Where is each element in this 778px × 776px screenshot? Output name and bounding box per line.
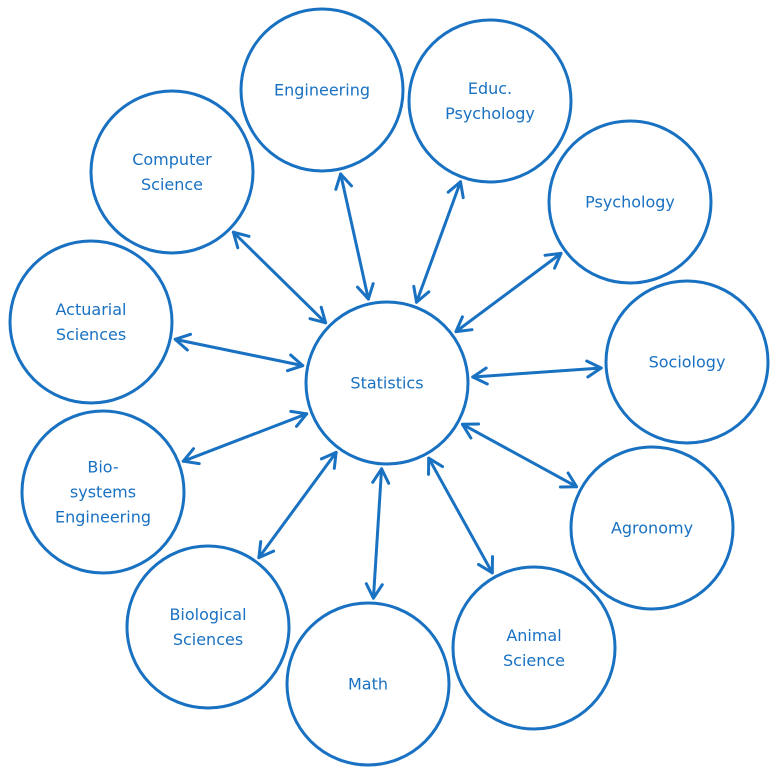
node-label: Bio- systems Engineering bbox=[55, 457, 151, 527]
arrowhead-icon bbox=[427, 456, 445, 476]
arrowhead-icon bbox=[476, 555, 494, 575]
node-circle-statistics bbox=[304, 300, 470, 466]
arrowhead-icon bbox=[585, 359, 603, 379]
node-circle bbox=[285, 601, 451, 767]
node-label: Educ. Psychology bbox=[445, 79, 535, 123]
arrowhead-icon bbox=[454, 315, 474, 334]
node-label: Psychology bbox=[585, 192, 675, 212]
arrowhead-icon bbox=[364, 582, 384, 600]
node-label: Animal Science bbox=[502, 626, 566, 670]
arrowhead-icon bbox=[371, 467, 391, 485]
node-circle bbox=[547, 119, 713, 285]
node-label: Engineering bbox=[274, 80, 370, 100]
arrowhead-icon bbox=[319, 450, 338, 470]
connector-line bbox=[231, 230, 328, 325]
arrowhead-icon bbox=[471, 366, 489, 386]
arrowhead-icon bbox=[181, 447, 201, 466]
node-label: Actuarial Sciences bbox=[55, 300, 127, 344]
arrowhead-icon bbox=[173, 332, 193, 352]
node-label-statistics: Statistics bbox=[350, 373, 424, 393]
arrowhead-icon bbox=[543, 251, 563, 270]
node-circle bbox=[125, 544, 291, 710]
connector-line bbox=[339, 172, 370, 301]
node-circle bbox=[89, 89, 255, 255]
node-circle bbox=[569, 445, 735, 611]
node-circle bbox=[239, 7, 405, 173]
node-label: Biological Sciences bbox=[169, 605, 247, 649]
node-circle bbox=[451, 565, 617, 731]
node-label: Agronomy bbox=[610, 518, 694, 538]
node-circle bbox=[604, 279, 770, 445]
arrowhead-icon bbox=[412, 284, 431, 304]
arrowhead-icon bbox=[356, 282, 375, 301]
node-label: Computer Science bbox=[132, 150, 212, 194]
connector-line bbox=[181, 412, 309, 463]
node-label: Math bbox=[347, 674, 389, 694]
arrowhead-icon bbox=[334, 172, 353, 191]
connector-line bbox=[460, 422, 579, 489]
connector-line bbox=[257, 450, 338, 560]
arrowhead-icon bbox=[285, 353, 305, 373]
connector-line bbox=[415, 180, 462, 304]
arrowhead-icon bbox=[460, 422, 481, 440]
node-circle bbox=[20, 409, 186, 575]
arrowhead-icon bbox=[289, 409, 309, 428]
connector-line bbox=[371, 467, 384, 600]
arrowhead-icon bbox=[257, 540, 276, 560]
connector-line bbox=[454, 251, 563, 334]
arrowhead-icon bbox=[231, 230, 251, 250]
connector-line bbox=[427, 456, 494, 575]
node-circle bbox=[407, 18, 573, 184]
connector-line bbox=[471, 366, 603, 379]
connector-line bbox=[173, 337, 305, 368]
arrowhead-icon bbox=[558, 471, 579, 489]
arrowhead-icon bbox=[308, 305, 328, 325]
node-circle bbox=[8, 239, 174, 405]
node-label: Sociology bbox=[648, 352, 726, 372]
arrowhead-icon bbox=[446, 180, 465, 200]
